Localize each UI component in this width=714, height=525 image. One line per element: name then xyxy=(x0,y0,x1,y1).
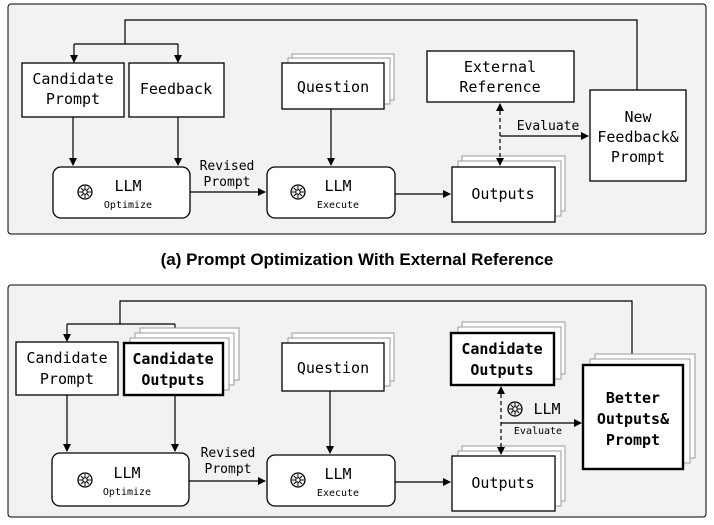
question-label-a: Question xyxy=(297,78,369,96)
candidate-outputs-right-line2: Outputs xyxy=(470,361,533,379)
candidate-outputs-stack-left: Candidate Outputs xyxy=(122,327,240,397)
new-feedback-prompt-box: New Feedback& Prompt xyxy=(589,89,687,182)
revised-prompt-line2-b: Prompt xyxy=(205,462,252,477)
feedback-box-a: Feedback xyxy=(128,62,225,118)
better-outputs-line3: Prompt xyxy=(606,431,660,449)
new-feedback-line1: New xyxy=(624,108,652,126)
candidate-prompt-box-a: Candidate Prompt xyxy=(21,62,125,118)
outputs-label-a: Outputs xyxy=(471,185,534,203)
outputs-stack-a: Outputs xyxy=(451,155,566,223)
candidate-outputs-right-line1: Candidate xyxy=(461,340,542,358)
evaluate-label-a: Evaluate xyxy=(517,119,580,134)
candidate-prompt-b-line1: Candidate xyxy=(26,349,107,367)
new-feedback-line3: Prompt xyxy=(611,148,665,166)
llm-execute-title-b: LLM xyxy=(324,465,351,483)
llm-execute-box-a: LLM Execute xyxy=(266,166,396,219)
outputs-label-b: Outputs xyxy=(471,474,534,492)
new-feedback-line2: Feedback& xyxy=(597,128,678,146)
caption-a: (a) Prompt Optimization With External Re… xyxy=(161,250,554,269)
llm-optimize-sub-b: Optimize xyxy=(103,487,151,498)
better-outputs-prompt-stack: Better Outputs& Prompt xyxy=(581,353,696,471)
candidate-outputs-stack-right: Candidate Outputs xyxy=(449,321,566,387)
candidate-outputs-left-line1: Candidate xyxy=(132,350,213,368)
llm-execute-title-a: LLM xyxy=(324,177,351,195)
better-outputs-line1: Better xyxy=(606,389,660,407)
llm-evaluate-sub: Evaluate xyxy=(514,426,562,437)
better-outputs-line2: Outputs& xyxy=(597,410,670,428)
candidate-outputs-left-line2: Outputs xyxy=(141,371,204,389)
question-label-b: Question xyxy=(297,359,369,377)
revised-prompt-line1-b: Revised xyxy=(201,446,256,461)
loop-line-a xyxy=(124,19,638,90)
question-stack-b: Question xyxy=(281,332,395,392)
outputs-stack-b: Outputs xyxy=(451,445,566,512)
llm-optimize-box-b: LLM Optimize xyxy=(51,452,190,507)
openai-logo-icon xyxy=(290,472,306,488)
llm-optimize-title-a: LLM xyxy=(114,177,141,195)
candidate-prompt-b-line2: Prompt xyxy=(40,370,94,388)
llm-optimize-sub-a: Optimize xyxy=(104,200,152,211)
candidate-prompt-line2: Prompt xyxy=(46,90,100,108)
openai-logo-icon xyxy=(77,184,93,200)
revised-prompt-line1-a: Revised xyxy=(200,159,255,174)
openai-logo-icon xyxy=(507,401,523,417)
revised-prompt-line2-a: Prompt xyxy=(204,175,251,190)
llm-execute-sub-b: Execute xyxy=(317,488,359,499)
external-reference-line2: Reference xyxy=(459,78,540,96)
openai-logo-icon xyxy=(290,184,306,200)
openai-logo-icon xyxy=(77,472,93,488)
question-stack-a: Question xyxy=(281,53,395,110)
llm-execute-box-b: LLM Execute xyxy=(266,454,396,507)
llm-execute-sub-a: Execute xyxy=(317,200,359,211)
candidate-prompt-box-b: Candidate Prompt xyxy=(15,341,119,396)
external-reference-line1: External xyxy=(464,58,536,76)
llm-evaluate-title: LLM xyxy=(533,400,560,418)
llm-optimize-title-b: LLM xyxy=(113,464,140,482)
candidate-prompt-line1: Candidate xyxy=(32,70,113,88)
llm-optimize-box-a: LLM Optimize xyxy=(52,166,191,219)
external-reference-box: External Reference xyxy=(426,50,575,103)
feedback-label: Feedback xyxy=(140,80,212,98)
loop-line-b xyxy=(119,300,633,362)
